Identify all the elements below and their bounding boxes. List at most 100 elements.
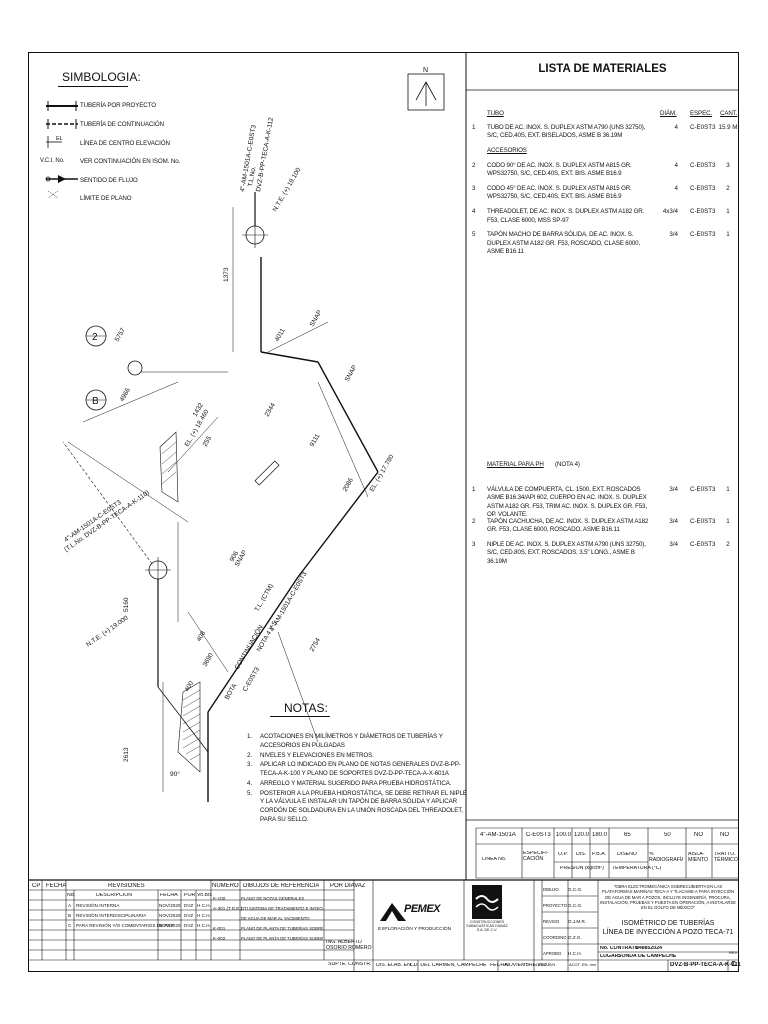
diavaz-emblem-icon	[472, 885, 502, 919]
material-quantity: 2	[726, 541, 730, 548]
material-number: 5	[472, 231, 476, 239]
revision-desc: PARA REVISIÓN Y/O COMENTARIOS DE PEP	[76, 923, 174, 928]
line-header: LÍNEA No.	[482, 857, 507, 862]
title-header-numero: NUMERO	[212, 883, 239, 889]
rev-col-fecha: FECHA	[160, 893, 178, 898]
rev-col-no: No.	[67, 893, 76, 898]
location-value: SONDA DE CAMPECHE	[618, 954, 677, 959]
revision-desc: REVISIÓN INTERNA	[76, 903, 120, 908]
revision-fecha: NOV/2020	[159, 923, 181, 928]
label-el-1778: EL. (+) 17.780	[369, 453, 396, 493]
material-quantity: 1	[726, 517, 730, 525]
title-header-cp: CP	[32, 883, 41, 889]
revision-vobo: H.C.H.	[197, 923, 211, 928]
design-value: 65	[624, 832, 631, 838]
material-description: TAPÓN MACHO DE BARRA SÓLIDA, DE AC. INOX…	[487, 231, 641, 256]
symbology-item-label: TUBERÍA POR PROYECTO	[80, 102, 156, 109]
notes-title: NOTAS:	[284, 701, 328, 715]
approval-name: G.Z.G.	[568, 935, 582, 940]
revision-por: DVZ	[184, 923, 194, 928]
symbology-item-label: LÍNEA DE CENTRO ELEVACIÓN	[80, 140, 170, 147]
pressure-subheader: PRESIÓN (kg/cm²)	[560, 866, 604, 871]
material-quantity: 1	[726, 486, 730, 493]
label-dim-906: 906	[229, 550, 241, 563]
label-dim-4966: 4966	[119, 387, 132, 403]
material-description: TAPÓN CACHUCHA, DE AC. INOX. S. DUPLEX A…	[487, 517, 649, 534]
approval-role: APROBO	[543, 951, 562, 956]
label-dim-4011: 4011	[274, 327, 287, 343]
materials-title: LISTA DE MATERIALES	[538, 63, 667, 75]
footer-date-label: FECHA:	[490, 963, 510, 968]
material-number: 1	[472, 124, 476, 131]
notes-title-underline	[270, 716, 330, 717]
dis-value: 120.0	[574, 832, 590, 838]
reference-title: PLANO DE PLANTA DE TUBERÍAS SOBRE NIVEL …	[241, 926, 323, 931]
location-label: LUGAR:	[600, 954, 621, 959]
approval-role: PROYECTO	[543, 903, 568, 908]
symbology-title: SIMBOLOGIA:	[62, 70, 141, 84]
label-dim-255: 255	[202, 435, 214, 448]
line-table-grid	[475, 827, 739, 879]
note-number: 2.	[247, 751, 253, 759]
project-description: "OBRA ELECTROMECÁNICA SOBRECUBIERTA EN L…	[600, 884, 736, 910]
title-header-por: POR DIAVAZ	[330, 883, 366, 889]
drawing-sheet	[28, 52, 739, 972]
material-quantity: 3	[726, 161, 730, 169]
material-diameter: 3/4	[669, 231, 678, 239]
revision-no: A	[68, 903, 72, 908]
material-spec: C-E0ST3	[690, 185, 716, 192]
label-dim-2344: 2344	[264, 402, 277, 418]
material-diameter: 4x3/4	[662, 208, 678, 216]
title-block-grid	[28, 880, 739, 972]
material-description: THREADOLET, DE AC. INOX. S. DUPLEX ASTM …	[487, 208, 645, 224]
revision-label: REV.	[729, 951, 738, 955]
label-nte-top: N.T.E. (+) 19.100	[272, 166, 303, 213]
pemex-subtitle: EXPLORACIÓN Y PRODUCCIÓN	[378, 927, 452, 932]
revision-letter: C	[731, 961, 737, 968]
isometric-drawing: 4"-AM-1501A-C-E0ST3 T.L.No. DVZ-B-PP-TEC…	[62, 67, 445, 802]
reference-title: DTI SISTEMA DE TRATAMIENTO E INYECCIÓN	[241, 906, 323, 911]
label-tl-ctm: T.L. (CTM)	[254, 583, 275, 613]
material-spec: C-E0ST3	[690, 231, 716, 239]
label-dim-1373: 1373	[223, 267, 230, 282]
material-description: NIPLE DE AC. INOX. S. DUPLEX ASTM A790 (…	[487, 541, 646, 565]
material-number: 3	[472, 541, 476, 548]
label-north: N	[423, 67, 428, 74]
insulation-header: AISLA-MIENTO	[688, 852, 709, 863]
label-dim-5160: 5160	[123, 597, 130, 612]
spec-header: ESPECIFI-CACIÓN	[523, 851, 549, 862]
rev-col-vobo: Vo.Bo.	[197, 893, 213, 898]
symbology-code-vci: V.C.I. No.	[40, 158, 65, 164]
symbology-item-label: SENTIDO DE FLUJO	[80, 177, 138, 184]
material-diameter: 4	[674, 185, 678, 192]
note-text: APLICAR LO INDICADO EN PLANO DE NOTAS GE…	[260, 761, 461, 778]
design-header: DISEÑO	[617, 852, 637, 857]
op-value: 100.0	[556, 832, 572, 838]
contract-label: No. CONTRATO	[600, 946, 639, 951]
note-text: ARREGLO Y MATERIAL SUGERIDO PARA PRUEBA …	[260, 780, 452, 787]
op-header: O.P.	[558, 852, 568, 857]
label-angle-90: 90°	[170, 770, 180, 778]
footer-scale: ESC: S/N	[538, 963, 556, 967]
note-text: POSTERIOR A LA PRUEBA HIDROSTÁTICA, SE D…	[260, 789, 467, 823]
pba-header: P.B.A.	[592, 852, 607, 857]
material-number: 1	[472, 486, 476, 493]
note-text: ACOTACIONES EN MILÍMETROS Y DIÁMETROS DE…	[260, 733, 443, 749]
revision-no: C	[68, 923, 72, 928]
revision-fecha: NOV/2020	[159, 903, 181, 908]
ph-title: MATERIAL PARA PH	[487, 461, 544, 468]
pemex-logo: PEMEX EXPLORACIÓN Y PRODUCCIÓN	[378, 895, 451, 935]
label-dim-2086: 2086	[342, 477, 355, 493]
material-spec: C-E0ST3	[690, 124, 716, 131]
revision-vobo: H.C.H.	[197, 903, 211, 908]
symbology-code-el: EL	[56, 136, 63, 142]
symbology-item-label: TUBERÍA DE CONTINUACIÓN	[80, 121, 164, 128]
insulation-value: NO	[694, 832, 703, 838]
dis-header: DIS.	[576, 852, 587, 857]
material-description: TUBO DE AC. INOX. S. DUPLEX ASTM A790 (U…	[487, 124, 646, 140]
reference-number: K-001	[213, 926, 226, 931]
thermal-header: TRATTO. TÉRMICO	[714, 852, 738, 863]
material-quantity: 1	[726, 208, 730, 216]
revision-vobo: H.C.H.	[197, 913, 211, 918]
label-dim-5757: 5757	[114, 327, 127, 343]
